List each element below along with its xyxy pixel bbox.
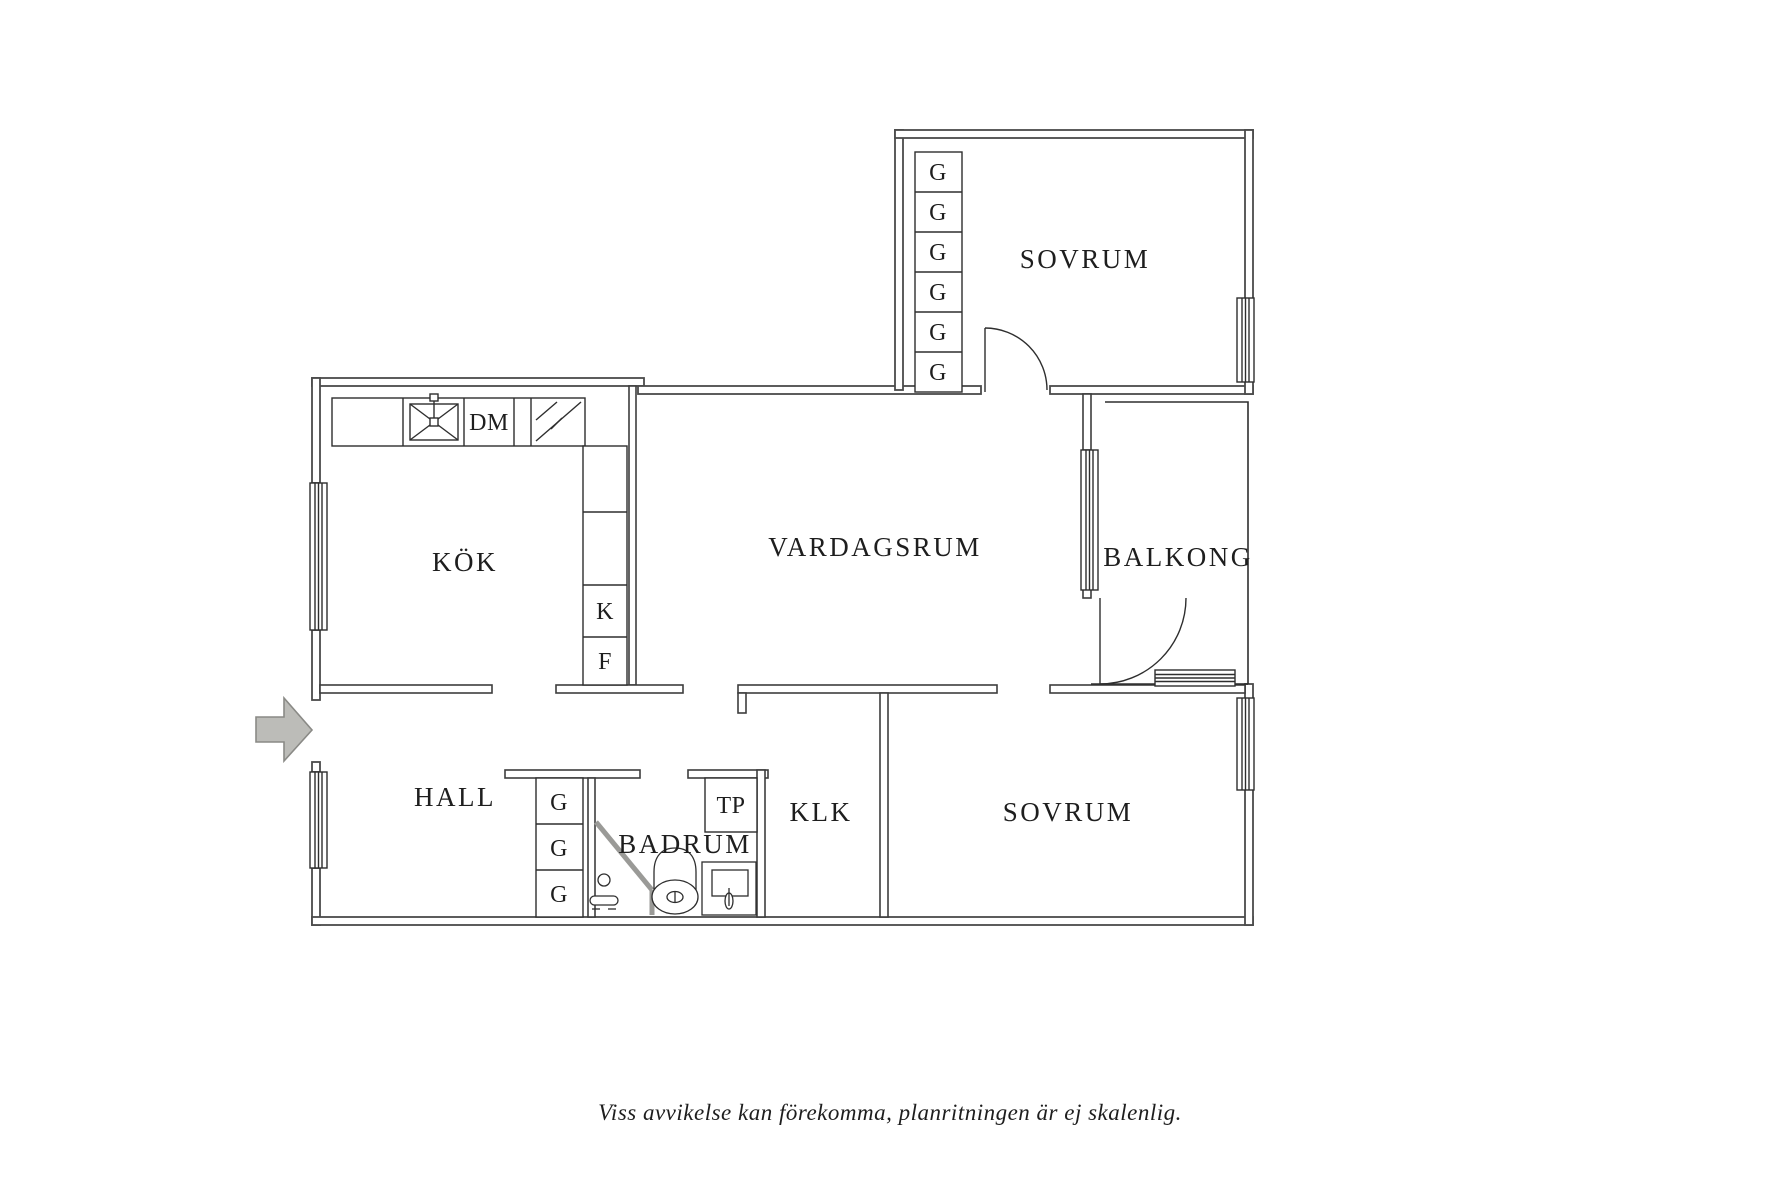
label-g-3: G: [929, 240, 947, 266]
door-bedroom-top: [984, 327, 1048, 392]
tp-cabinet: [704, 777, 758, 833]
label-k: K: [596, 599, 614, 625]
windows: [309, 297, 1255, 869]
sink-icon: [409, 393, 459, 441]
stove-icon: [535, 401, 582, 442]
washbasin-icon: [589, 873, 619, 910]
door-balcony: [1099, 597, 1187, 685]
label-tp: TP: [716, 793, 745, 819]
window-kitchen: [309, 482, 328, 631]
vanity-cabinet-icon: [701, 861, 757, 916]
label-g-hall-2: G: [550, 836, 568, 862]
label-badrum: BADRUM: [618, 829, 752, 859]
label-dm: DM: [469, 410, 509, 436]
label-g-6: G: [929, 360, 947, 386]
wardrobes-bedroom-top: [914, 151, 963, 393]
disclaimer-caption: Viss avvikelse kan förekomma, planritnin…: [598, 1100, 1182, 1125]
label-g-hall-1: G: [550, 790, 568, 816]
interior-walls: [319, 385, 1246, 918]
label-g-4: G: [929, 280, 947, 306]
window-balcony: [1080, 449, 1099, 591]
label-g-hall-3: G: [550, 882, 568, 908]
label-sovrum-bottom: SOVRUM: [1003, 797, 1134, 827]
label-g-1: G: [929, 160, 947, 186]
label-f: F: [598, 649, 612, 675]
doors: [984, 327, 1187, 685]
label-hall: HALL: [414, 782, 496, 812]
bathroom-fixtures: [589, 820, 757, 916]
kitchen-counter: [331, 393, 628, 686]
outer-walls: [311, 129, 1254, 926]
window-hall: [309, 771, 328, 869]
label-kok: KÖK: [432, 547, 498, 577]
window-bedroom-bottom: [1236, 697, 1255, 791]
label-klk: KLK: [790, 797, 853, 827]
toilet-icon: [651, 847, 699, 915]
label-g-5: G: [929, 320, 947, 346]
label-g-2: G: [929, 200, 947, 226]
label-sovrum-top: SOVRUM: [1020, 244, 1151, 274]
fridge-freezer-column: [582, 445, 628, 686]
label-vardagsrum: VARDAGSRUM: [768, 532, 982, 562]
window-balcony-bottom: [1154, 669, 1236, 687]
label-balkong: BALKONG: [1103, 542, 1253, 572]
window-bedroom-top: [1236, 297, 1255, 383]
entrance-arrow-icon: [255, 695, 314, 764]
wardrobes-hall: [535, 777, 584, 918]
